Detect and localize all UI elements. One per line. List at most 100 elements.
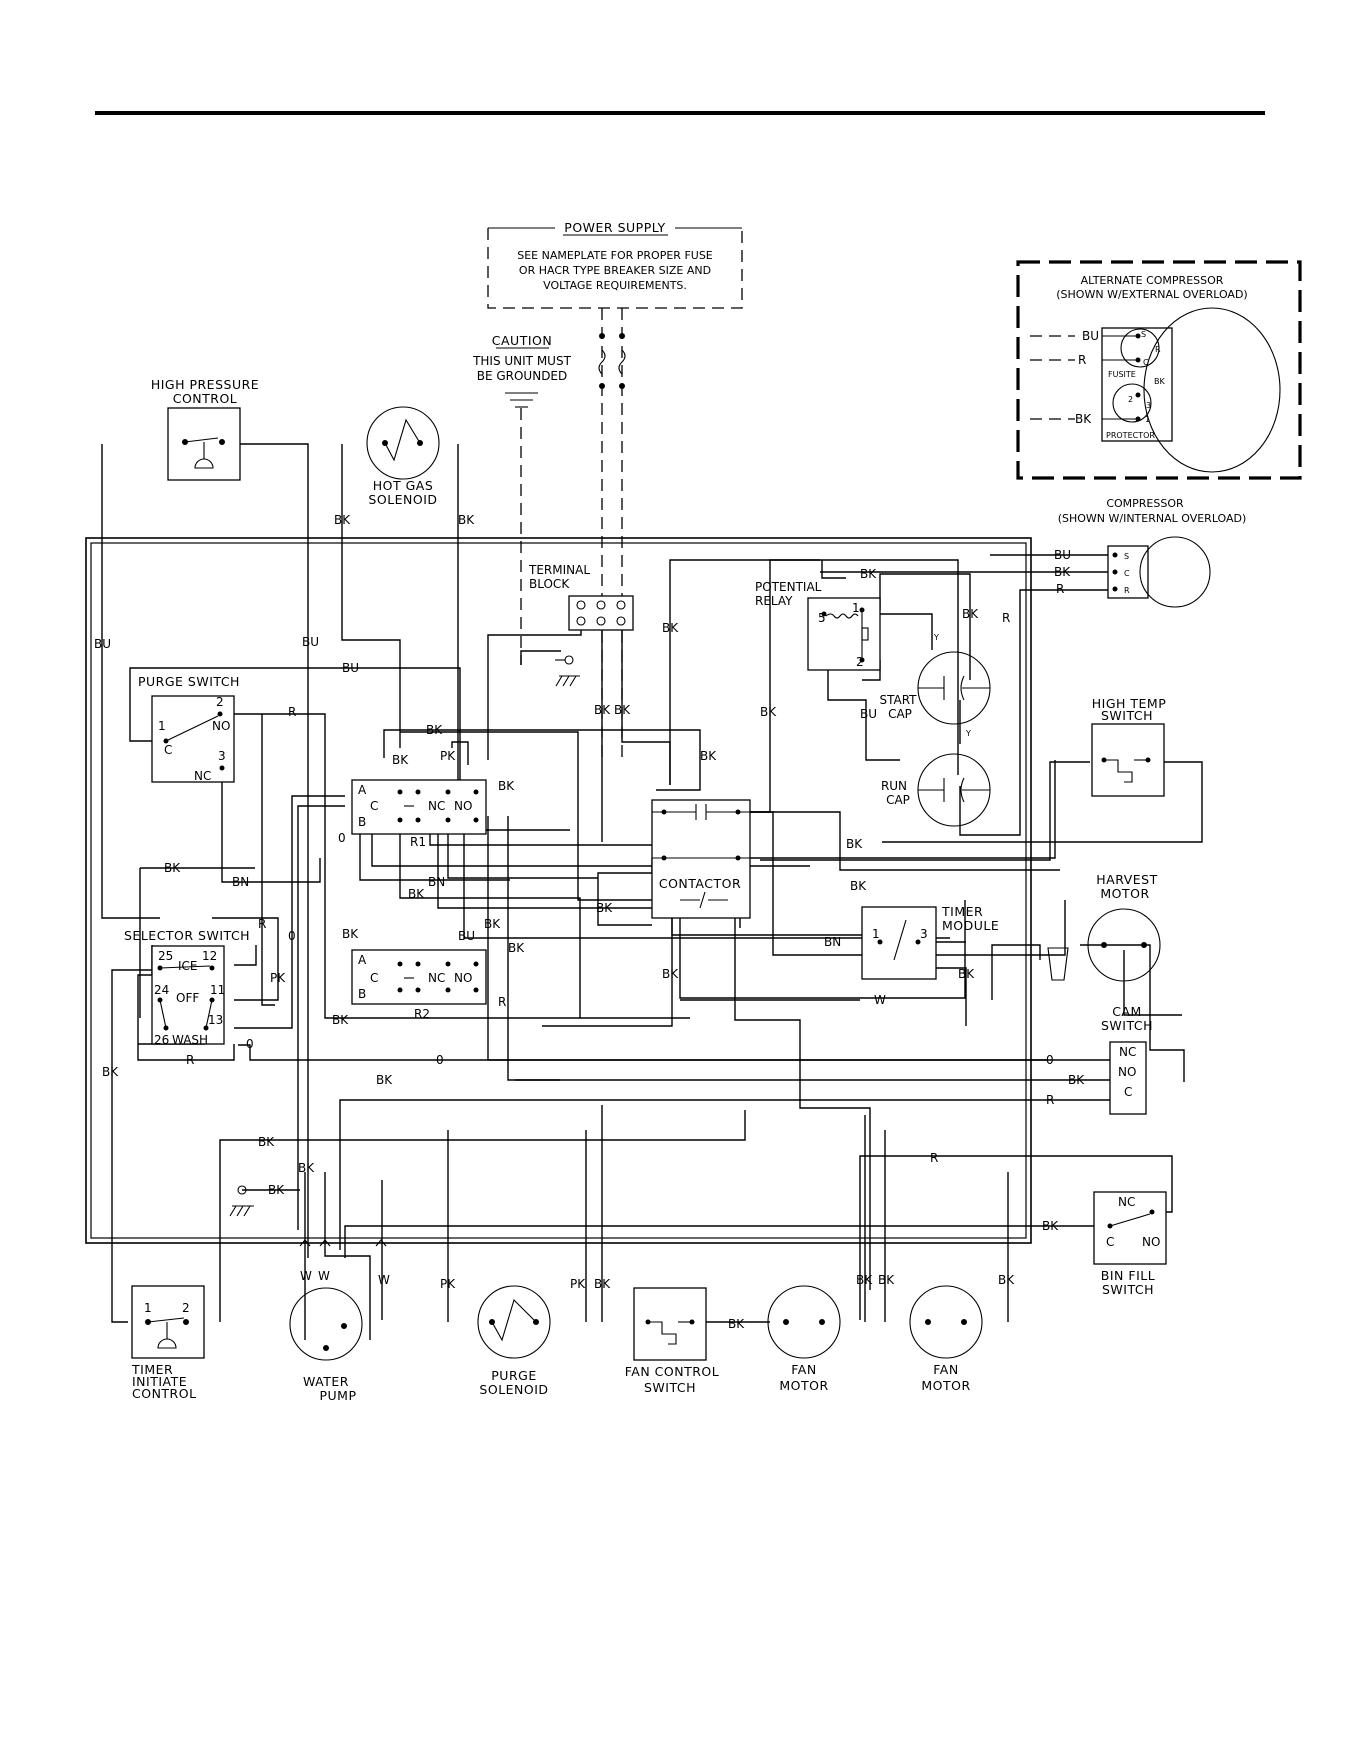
tag-bk-32: BK	[728, 1317, 745, 1331]
r2-name: R2	[414, 1007, 430, 1021]
alt-terminal-3: 3	[1146, 401, 1151, 410]
potential-relay-t2: 2	[856, 655, 864, 669]
tag-bk-9: BK	[760, 705, 777, 719]
tag-bk-11: BK	[700, 749, 717, 763]
control-box-outer	[85, 537, 1032, 1244]
purge-terminal-no: NO	[212, 719, 230, 733]
tag-bk-7: BK	[594, 703, 611, 717]
tag-pk-2: PK	[270, 971, 286, 985]
tag-bk-27: BK	[258, 1135, 275, 1149]
hot-gas-label-2: SOLENOID	[368, 492, 437, 507]
tag-bk-26: BK	[1068, 1073, 1085, 1087]
tag-bk-18: BK	[596, 901, 613, 915]
potential-relay-t5: 5	[818, 611, 826, 625]
power-supply-line-1: SEE NAMEPLATE FOR PROPER FUSE	[517, 249, 713, 262]
tag-pk-1: PK	[440, 749, 456, 763]
tag-r-2: R	[288, 705, 296, 719]
relay-r1: A B C NC NO R1	[351, 779, 487, 849]
tag-r-7: R	[930, 1151, 938, 1165]
tag-r-5: R	[186, 1053, 194, 1067]
potential-relay-t1: 1	[852, 601, 860, 615]
bin-c: C	[1106, 1235, 1114, 1249]
start-cap-label-1: START	[879, 693, 917, 707]
purge-terminal-c: C	[164, 743, 172, 757]
timer-initiate-control: 1 2 TIMER INITIATE CONTROL	[131, 1285, 205, 1401]
alt-terminal-2: 2	[1128, 395, 1133, 404]
run-cap-label-1: RUN	[881, 779, 907, 793]
power-supply-title: POWER SUPPLY	[564, 220, 665, 235]
timer-initiate-t1: 1	[144, 1301, 152, 1315]
compressor-wire-r: R	[1056, 582, 1064, 596]
tag-bk-35: BK	[998, 1273, 1015, 1287]
tag-bk-10: BK	[392, 753, 409, 767]
harvest-motor: HARVEST MOTOR	[1047, 872, 1161, 982]
tag-bk-34: BK	[878, 1273, 895, 1287]
harvest-motor-label-2: MOTOR	[1100, 886, 1149, 901]
start-cap-wire-y: Y	[933, 633, 939, 642]
timer-label-2: MODULE	[942, 918, 999, 933]
tag-pk-3: PK	[440, 1277, 456, 1291]
water-pump-label-2: PUMP	[319, 1388, 356, 1403]
tag-o-2: 0	[288, 929, 296, 943]
purge-solenoid-label-2: SOLENOID	[479, 1382, 548, 1397]
high-pressure-label-2: CONTROL	[173, 391, 238, 406]
tag-bk-29: BK	[268, 1183, 285, 1197]
potential-relay-label-1: POTENTIAL	[755, 580, 822, 594]
wire-tags: BK BK BU BU BU BK BK BK R R BK BK BK BK …	[94, 513, 1085, 1331]
tag-bn-1: BN	[232, 875, 249, 889]
alt-protector-label: PROTECTOR	[1106, 431, 1155, 440]
fan-motor-1: FAN MOTOR	[767, 1285, 841, 1393]
sel-t11: 11	[210, 983, 225, 997]
tag-bk-20: BK	[508, 941, 525, 955]
timer-initiate-t2: 2	[182, 1301, 190, 1315]
fan-motor-2: FAN MOTOR	[909, 1285, 983, 1393]
fan-control-label-1: FAN CONTROL	[625, 1364, 719, 1379]
r2-no: NO	[454, 971, 472, 985]
compressor-terminal-r: R	[1124, 586, 1130, 595]
tag-bk-16: BK	[850, 879, 867, 893]
tag-r-6: R	[1046, 1093, 1054, 1107]
tag-bk-15: BK	[408, 887, 425, 901]
fan-motor-1-label-1: FAN	[791, 1362, 816, 1377]
contactor: CONTACTOR	[651, 799, 751, 919]
r2-a: A	[358, 953, 367, 967]
tag-bk-12: BK	[498, 779, 515, 793]
caution-note: CAUTION THIS UNIT MUST BE GROUNDED	[472, 333, 572, 665]
sel-t24: 24	[154, 983, 169, 997]
power-leads	[598, 308, 626, 760]
cam-switch: CAM SWITCH NC NO C	[1101, 1004, 1153, 1115]
power-supply-line-2: OR HACR TYPE BREAKER SIZE AND	[519, 264, 711, 277]
r2-c: C	[370, 971, 378, 985]
tag-bk-25: BK	[376, 1073, 393, 1087]
bin-fill-switch: NC C NO BIN FILL SWITCH	[1093, 1191, 1167, 1297]
run-cap-wire-y: Y	[965, 729, 971, 738]
tag-bk-28: BK	[298, 1161, 315, 1175]
tag-bk-17: BK	[484, 917, 501, 931]
purge-terminal-2: 2	[216, 695, 224, 709]
tag-bn-3: BN	[824, 935, 841, 949]
bin-fill-label-2: SWITCH	[1102, 1282, 1154, 1297]
bin-nc: NC	[1118, 1195, 1135, 1209]
cam-switch-label-2: SWITCH	[1101, 1018, 1153, 1033]
sel-t13: 13	[208, 1013, 223, 1027]
timer-label-1: TIMER	[941, 904, 983, 919]
fan-motor-1-label-2: MOTOR	[779, 1378, 828, 1393]
tag-bk-14: BK	[164, 861, 181, 875]
r1-name: R1	[410, 835, 426, 849]
timer-initiate-label-3: CONTROL	[132, 1386, 197, 1401]
sel-wash: WASH	[172, 1033, 208, 1047]
fan-motor-2-label-1: FAN	[933, 1362, 958, 1377]
purge-terminal-1: 1	[158, 719, 166, 733]
tag-w-3: W	[318, 1269, 330, 1283]
tag-bk-8: BK	[614, 703, 631, 717]
tag-bk-30: BK	[1042, 1219, 1059, 1233]
timer-t1: 1	[872, 927, 880, 941]
tag-bk-1: BK	[334, 513, 351, 527]
r2-b: B	[358, 987, 366, 1001]
connector-marks	[299, 1239, 387, 1247]
tag-pk-4: PK	[570, 1277, 586, 1291]
tag-bu-3: BU	[342, 661, 359, 675]
compressor-line-1: COMPRESSOR	[1106, 497, 1184, 510]
r2-nc: NC	[428, 971, 445, 985]
fan-control-switch: FAN CONTROL SWITCH	[625, 1287, 719, 1395]
